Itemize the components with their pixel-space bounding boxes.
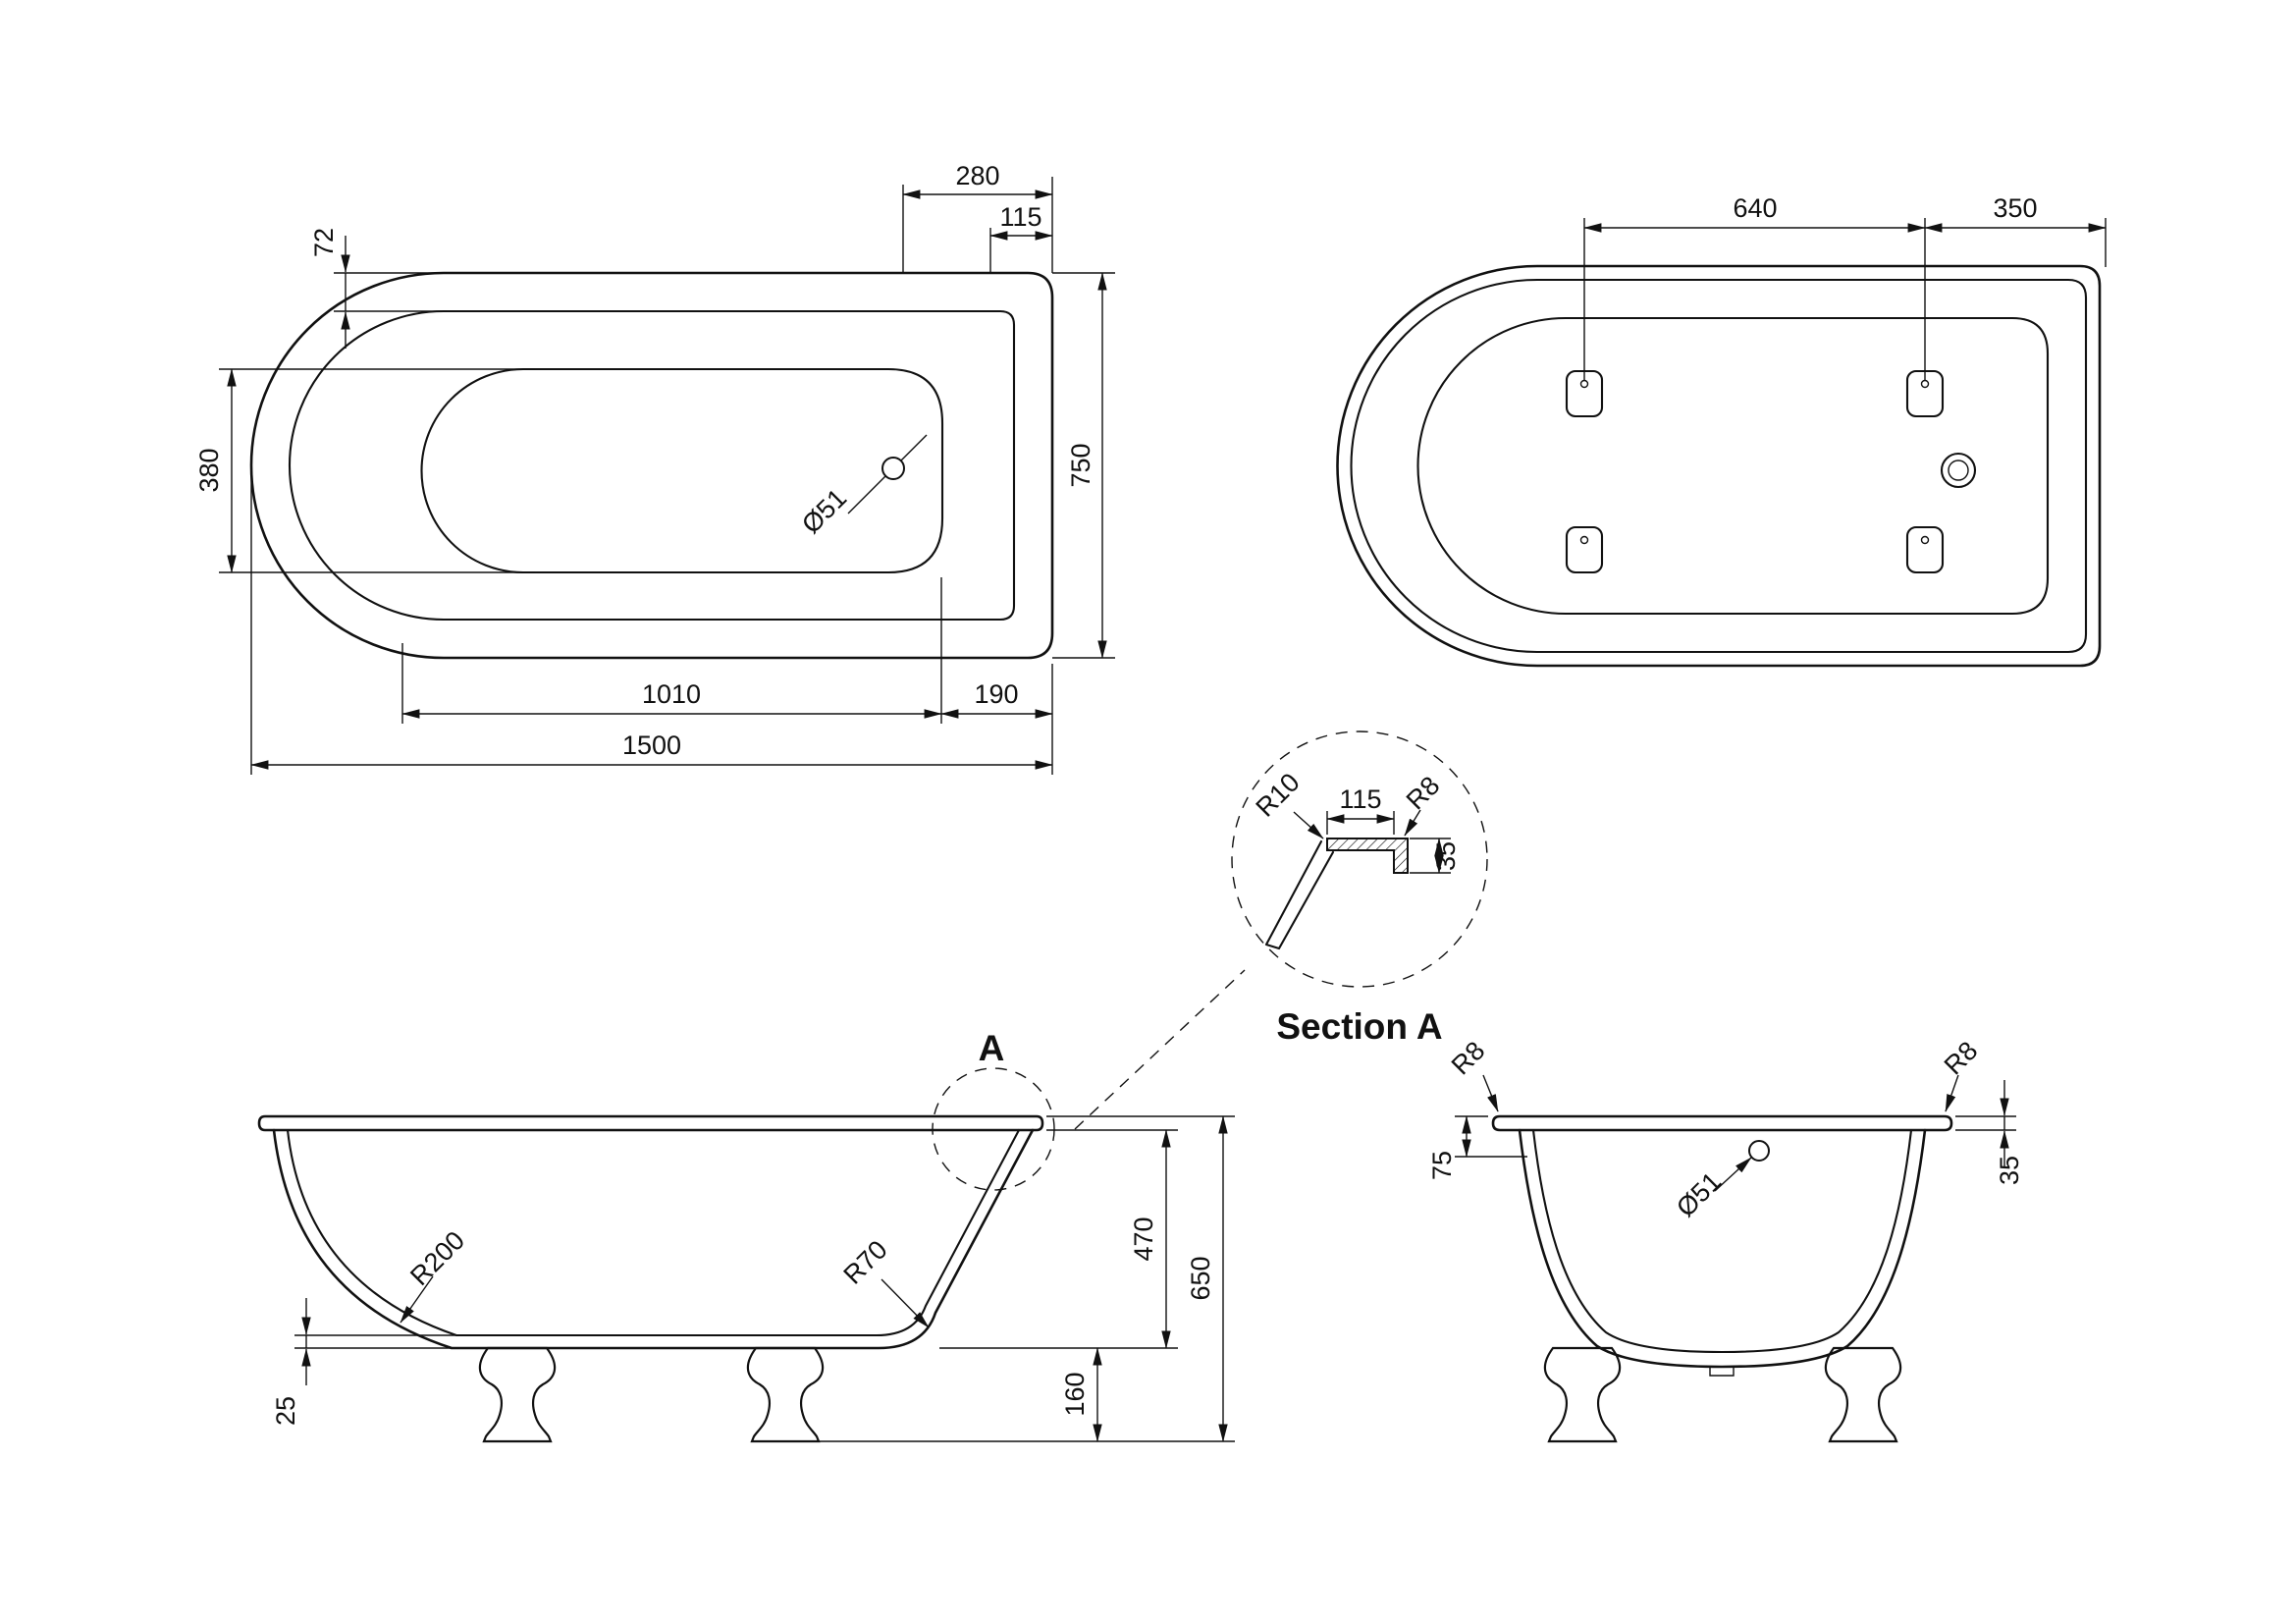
side-body-outer bbox=[272, 1128, 1035, 1350]
dim-r70-label: R70 bbox=[838, 1235, 893, 1290]
dim-r200-leader bbox=[400, 1275, 434, 1324]
plan-outer-outline bbox=[249, 271, 1054, 660]
dim-1010-label: 1010 bbox=[642, 679, 701, 709]
plan-rim-inner-outline bbox=[288, 309, 1016, 622]
bottom-basin-outline bbox=[1416, 316, 2050, 616]
dim-650-extension-lines bbox=[817, 1115, 1235, 1442]
section-wall-lines bbox=[1264, 839, 1335, 950]
dim-470-label: 470 bbox=[1129, 1217, 1158, 1261]
dim-160-label: 160 bbox=[1060, 1372, 1090, 1416]
dim-190-label: 190 bbox=[974, 679, 1018, 709]
dim-r8-left-label: R8 bbox=[1446, 1036, 1491, 1081]
end-dim-35-label: 35 bbox=[1995, 1156, 2024, 1185]
detail-reference-line bbox=[1074, 969, 1246, 1130]
section-rim-profile bbox=[1326, 838, 1409, 874]
section-dim-115-extension-lines bbox=[1326, 811, 1395, 835]
dim-72-label: 72 bbox=[309, 228, 339, 257]
plan-basin-outline bbox=[420, 367, 944, 574]
dim-r8-right-leader bbox=[1945, 1074, 1959, 1112]
dim-640-label: 640 bbox=[1733, 193, 1777, 223]
dim-640-extension-lines bbox=[1583, 218, 1926, 381]
clawfoot-end-right bbox=[1824, 1346, 1902, 1443]
dim-72-extension-lines bbox=[334, 272, 447, 312]
end-dim-35-extension-lines bbox=[1955, 1115, 2016, 1131]
end-drain-leader bbox=[1714, 1157, 1752, 1192]
dim-r8-label: R8 bbox=[1401, 771, 1446, 816]
bottom-outer-outline bbox=[1336, 264, 2102, 668]
dim-75-label: 75 bbox=[1427, 1151, 1457, 1180]
dim-380-extension-lines bbox=[219, 368, 535, 573]
detail-a-marker: A bbox=[979, 1028, 1005, 1068]
dim-r8-right-label: R8 bbox=[1939, 1036, 1984, 1081]
section-dim-35-extension-lines bbox=[1410, 838, 1451, 874]
dim-r10-leader bbox=[1293, 811, 1324, 839]
dim-r70-leader bbox=[881, 1278, 930, 1328]
bottom-drain-outer bbox=[1940, 452, 1977, 489]
dim-r8-left-leader bbox=[1482, 1074, 1499, 1112]
plan-drain-hole bbox=[881, 457, 905, 480]
clawfoot-left bbox=[478, 1346, 557, 1443]
bottom-drain-inner bbox=[1948, 460, 1969, 481]
section-dim-35-label: 35 bbox=[1431, 841, 1461, 871]
dim-75-extension-lines bbox=[1455, 1115, 1527, 1158]
bottom-rim-inner-outline bbox=[1350, 278, 2088, 654]
dim-750-label: 750 bbox=[1066, 443, 1095, 487]
clawfoot-end-left bbox=[1543, 1346, 1622, 1443]
dim-280-label: 280 bbox=[955, 161, 999, 190]
side-rim bbox=[257, 1114, 1044, 1132]
bottom-view: 640 350 bbox=[1336, 193, 2107, 668]
dim-r200-label: R200 bbox=[404, 1225, 470, 1291]
section-detail-circle bbox=[1231, 730, 1488, 988]
clawfoot-right bbox=[746, 1346, 825, 1443]
dim-25-extension-lines bbox=[294, 1334, 459, 1349]
end-overflow-hole bbox=[1748, 1140, 1770, 1162]
dim-25-label: 25 bbox=[271, 1396, 300, 1426]
plan-drain-label: Ø51 bbox=[796, 483, 852, 539]
foot-pad-back-right bbox=[1905, 525, 1945, 574]
detail-a-circle bbox=[932, 1067, 1055, 1191]
dim-380-label: 380 bbox=[194, 448, 224, 492]
end-body-outer bbox=[1518, 1128, 1927, 1369]
dim-650-label: 650 bbox=[1186, 1256, 1215, 1300]
section-dim-115-label: 115 bbox=[1339, 784, 1381, 814]
plan-view: Ø51 280 115 72 380 750 1010 190 1500 bbox=[194, 161, 1115, 775]
end-waste-fitting bbox=[1709, 1367, 1735, 1377]
dim-115-label: 115 bbox=[999, 202, 1041, 232]
end-drain-label: Ø51 bbox=[1671, 1166, 1727, 1222]
dim-r8-leader bbox=[1404, 809, 1421, 837]
side-body-inner bbox=[286, 1128, 1021, 1337]
end-view: R8 R8 75 Ø51 35 bbox=[1427, 1036, 2024, 1443]
section-title: Section A bbox=[1276, 1006, 1442, 1047]
end-rim bbox=[1491, 1114, 1953, 1132]
section-detail: R10 115 R8 35 Section A bbox=[1074, 730, 1488, 1130]
dim-350-label: 350 bbox=[1993, 193, 2037, 223]
dim-470-extension-lines bbox=[939, 1129, 1178, 1349]
foot-pad-back-left bbox=[1565, 525, 1604, 574]
side-view: A R200 R70 470 650 160 25 bbox=[257, 1028, 1235, 1443]
end-body-inner bbox=[1531, 1128, 1913, 1354]
dim-1500-label: 1500 bbox=[622, 730, 681, 760]
